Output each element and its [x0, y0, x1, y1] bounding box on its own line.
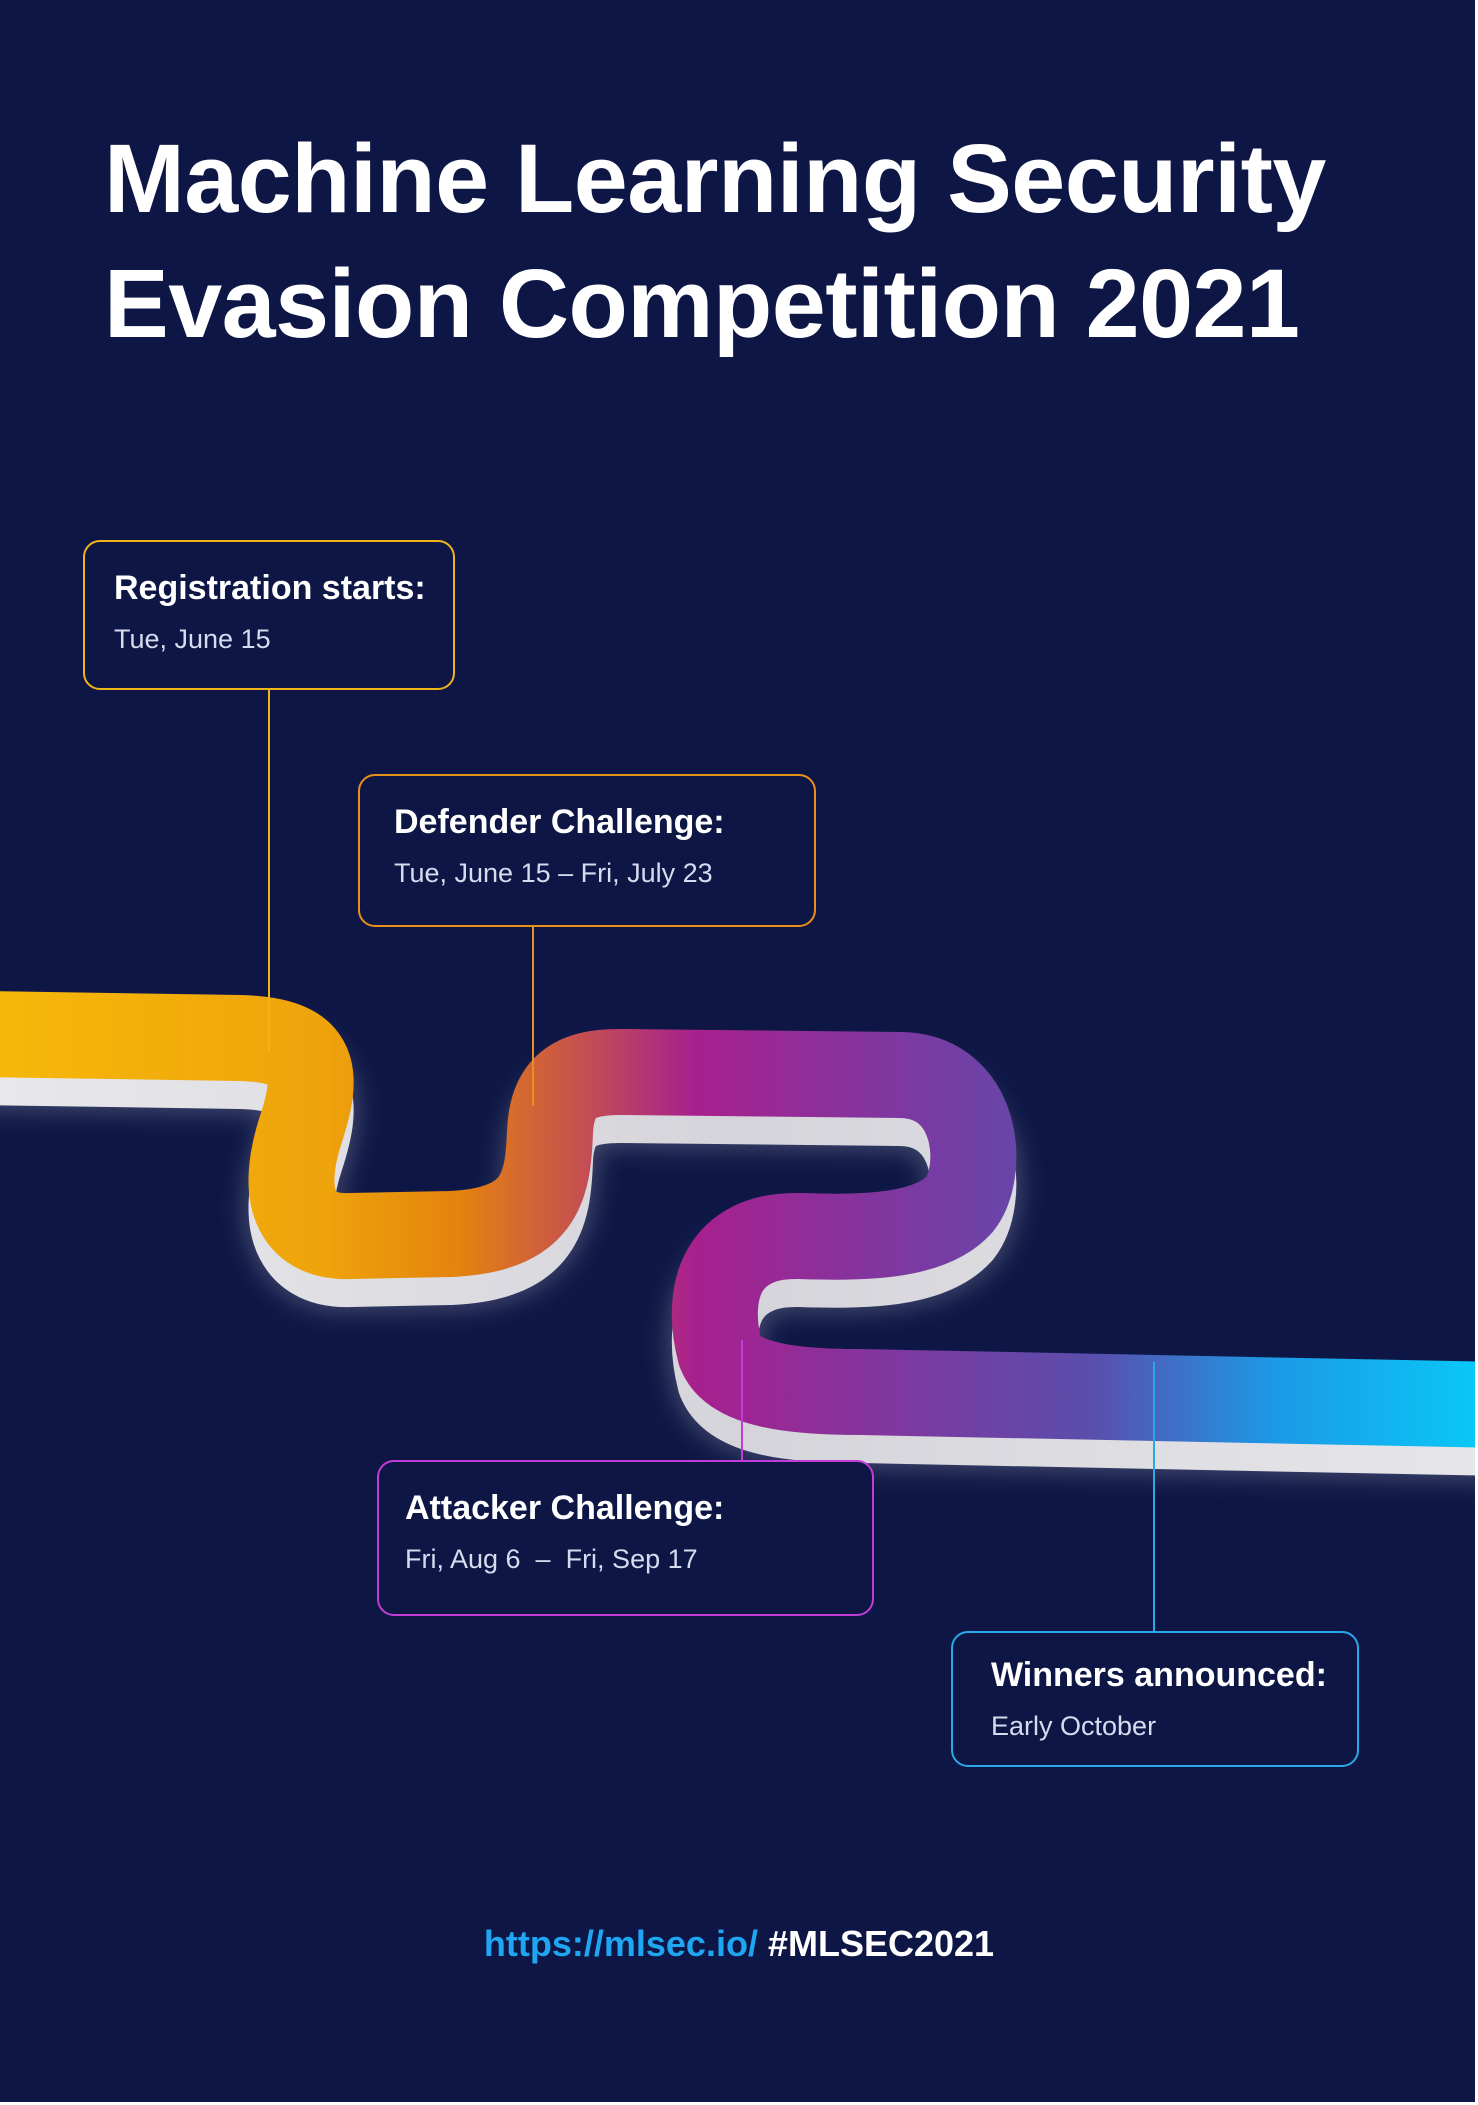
- attacker-date: Fri, Aug 6 – Fri, Sep 17: [405, 1544, 698, 1574]
- attacker-label: Attacker Challenge:: [405, 1489, 725, 1527]
- title-line-1: Machine Learning Security: [104, 124, 1326, 233]
- winding-road-path: [0, 991, 1478, 1481]
- defender-date: Tue, June 15 – Fri, July 23: [394, 858, 713, 888]
- title-line-2: Evasion Competition 2021: [104, 249, 1300, 358]
- defender-label: Defender Challenge:: [394, 803, 725, 841]
- registration-date: Tue, June 15: [114, 624, 271, 654]
- page-title: Machine Learning Security Evasion Compet…: [104, 116, 1424, 366]
- registration-label: Registration starts:: [114, 569, 426, 607]
- website-link[interactable]: https://mlsec.io/: [483, 1923, 758, 1964]
- registration-card: Registration starts: Tue, June 15: [83, 540, 455, 690]
- footer: https://mlsec.io/ #MLSEC2021: [0, 1922, 1478, 1966]
- winners-date: Early October: [991, 1711, 1157, 1741]
- winners-label: Winners announced:: [991, 1656, 1327, 1694]
- defender-challenge-card: Defender Challenge: Tue, June 15 – Fri, …: [358, 774, 816, 927]
- winners-card: Winners announced: Early October: [951, 1631, 1359, 1767]
- attacker-challenge-card: Attacker Challenge: Fri, Aug 6 – Fri, Se…: [377, 1460, 874, 1616]
- hashtag: #MLSEC2021: [767, 1923, 995, 1964]
